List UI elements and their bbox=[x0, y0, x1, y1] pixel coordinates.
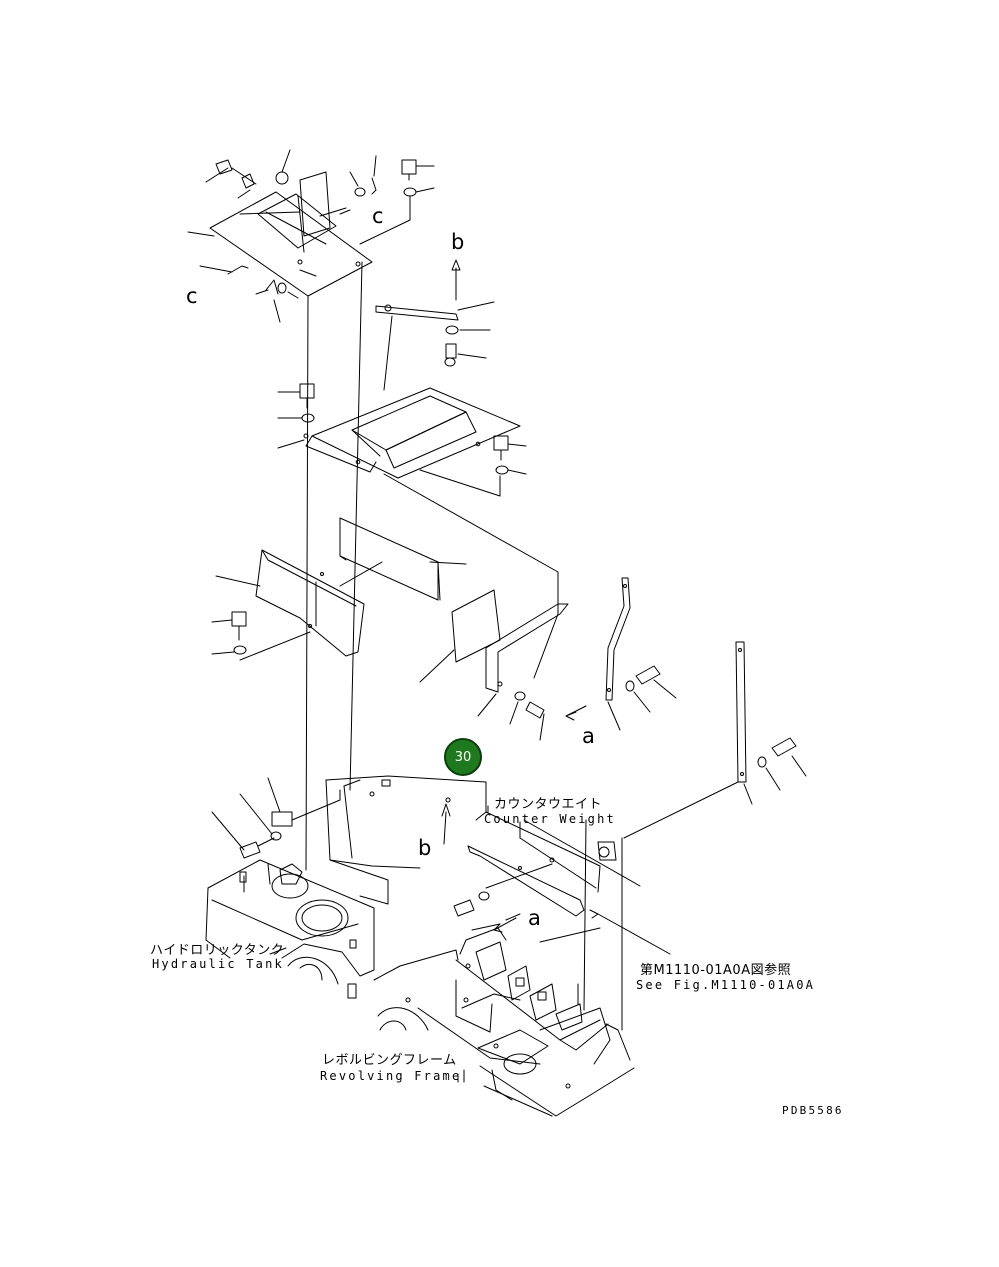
stay-bar-2 bbox=[623, 641, 807, 839]
counterweight-body bbox=[325, 775, 641, 905]
middle-cover bbox=[305, 387, 521, 479]
top-cover-plate bbox=[209, 171, 373, 297]
left-weight-hardware bbox=[211, 777, 451, 859]
drawing-code: PDB5586 bbox=[782, 1104, 844, 1117]
revolving-frame-label-jp: レボルビングフレーム bbox=[322, 1053, 457, 1068]
upper-link-bar bbox=[375, 259, 495, 391]
left-bracket bbox=[211, 549, 383, 661]
see-fig-label-en: See Fig.M1110-01A0A bbox=[636, 978, 816, 992]
top-leader-lines bbox=[187, 149, 435, 323]
counterweight-label-en: Counter Weight bbox=[484, 812, 616, 826]
hydraulic-tank-label-jp: ハイドロリックタンク bbox=[150, 943, 285, 958]
counterweight-label-jp: カウンタウエイト bbox=[494, 797, 603, 812]
top-hardware bbox=[215, 159, 417, 295]
label-leaders bbox=[269, 805, 517, 1083]
right-bracket bbox=[383, 473, 569, 741]
see-fig-label-jp: 第M1110-01A0A図参照 bbox=[640, 963, 792, 978]
ref-c-upper: c bbox=[372, 204, 384, 228]
ref-c-lower: c bbox=[186, 284, 198, 308]
hydraulic-tank bbox=[205, 859, 375, 999]
ref-b-lower: b bbox=[418, 836, 432, 860]
revolving-frame bbox=[287, 819, 635, 1117]
sound-pad-upper bbox=[339, 517, 467, 601]
ref-b-upper: b bbox=[451, 230, 465, 254]
counterweight-bracket bbox=[453, 841, 671, 955]
ref-a-lower: a bbox=[528, 906, 541, 930]
guide-lines bbox=[305, 261, 623, 1031]
stay-bar-1 bbox=[565, 577, 677, 731]
middle-hardware bbox=[277, 383, 527, 497]
ref-a-upper: a bbox=[582, 724, 595, 748]
sound-pad-lower bbox=[419, 589, 501, 683]
hydraulic-tank-label-en: Hydraulic Tank bbox=[152, 957, 284, 971]
callout-badge[interactable]: 30 bbox=[444, 738, 482, 776]
revolving-frame-label-en: Revolving Frame bbox=[320, 1069, 462, 1083]
